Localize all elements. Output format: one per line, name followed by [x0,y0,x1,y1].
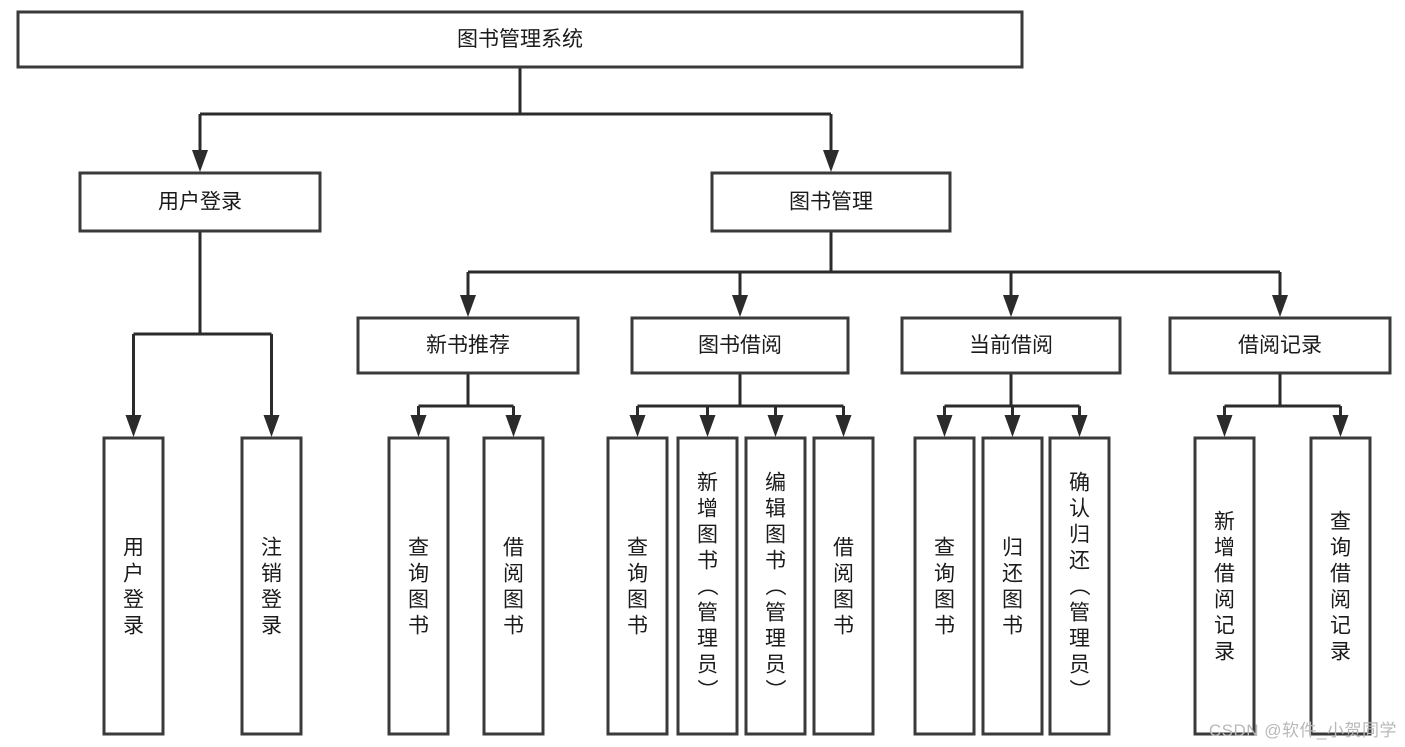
node-box [387,436,450,736]
node-box [981,436,1044,736]
node-current-loan[interactable]: 当前借阅 [900,316,1122,375]
node-label: 借阅图书 [503,536,524,637]
node-layer: 图书管理系统用户登录图书管理新书推荐图书借阅当前借阅借阅记录用户登录注销登录查询… [16,10,1392,736]
node-leaf-return-book[interactable]: 归还图书 [981,436,1044,736]
node-loan-record[interactable]: 借阅记录 [1168,316,1392,375]
arrow-head-icon [1332,415,1349,437]
node-leaf-query-book-rec[interactable]: 查询图书 [387,436,450,736]
node-leaf-query-book-borrow[interactable]: 查询图书 [606,436,669,736]
arrow-head-icon [410,415,427,437]
node-leaf-query-book-loan[interactable]: 查询图书 [913,436,976,736]
node-label: 新增图书（管理员） [697,471,719,702]
arrow-head-icon [823,150,839,172]
node-leaf-confirm-return[interactable]: 确认归还（管理员） [1048,436,1111,736]
arrow-head-icon [629,415,646,437]
node-leaf-query-loan-record[interactable]: 查询借阅记录 [1309,436,1372,736]
node-label: 查询图书 [934,536,955,637]
node-leaf-borrow-book[interactable]: 借阅图书 [812,436,875,736]
arrow-head-icon [263,415,280,437]
arrow-head-icon [460,295,476,317]
node-box [1309,436,1372,736]
node-leaf-borrow-book-rec[interactable]: 借阅图书 [482,436,545,736]
node-label: 编辑图书（管理员） [765,471,787,702]
node-book-borrow[interactable]: 图书借阅 [630,316,850,375]
node-label: 借阅图书 [833,536,854,637]
node-box [102,436,165,736]
node-label: 借阅记录 [1238,334,1322,357]
node-root[interactable]: 图书管理系统 [16,10,1024,69]
node-box [16,10,1024,69]
node-box [900,316,1122,375]
node-leaf-add-book[interactable]: 新增图书（管理员） [676,436,739,736]
arrow-head-icon [732,295,748,317]
node-label: 当前借阅 [969,334,1053,357]
node-box [913,436,976,736]
node-box [630,316,850,375]
node-book-manage[interactable]: 图书管理 [710,171,952,233]
node-label: 查询图书 [408,536,429,637]
node-box [1168,316,1392,375]
node-label: 图书管理 [789,191,873,214]
arrow-head-icon [936,415,953,437]
node-label: 注销登录 [261,536,282,637]
node-leaf-user-logout[interactable]: 注销登录 [240,436,303,736]
node-box [744,436,807,736]
node-label: 新增借阅记录 [1214,510,1235,663]
node-leaf-edit-book[interactable]: 编辑图书（管理员） [744,436,807,736]
node-box [78,171,322,233]
node-leaf-add-loan-record[interactable]: 新增借阅记录 [1193,436,1256,736]
node-user-login[interactable]: 用户登录 [78,171,322,233]
arrow-head-icon [1071,415,1088,437]
node-label: 查询借阅记录 [1330,510,1351,663]
arrow-head-icon [699,415,716,437]
node-box [676,436,739,736]
node-new-book-rec[interactable]: 新书推荐 [356,316,580,375]
node-box [606,436,669,736]
arrow-head-icon [1216,415,1233,437]
node-label: 归还图书 [1002,536,1023,637]
node-label: 新书推荐 [426,334,510,357]
node-box [710,171,952,233]
node-box [356,316,580,375]
node-label: 用户登录 [158,191,242,214]
arrow-head-icon [125,415,142,437]
watermark-text: CSDN @软件_小贺同学 [1208,721,1397,740]
arrow-head-icon [505,415,522,437]
node-box [812,436,875,736]
node-label: 确认归还（管理员） [1069,471,1091,702]
node-label: 图书管理系统 [457,28,583,51]
node-label: 图书借阅 [698,334,782,357]
node-label: 用户登录 [123,536,144,637]
node-box [240,436,303,736]
node-box [1048,436,1111,736]
node-label: 查询图书 [627,536,648,637]
arrow-head-icon [1272,295,1288,317]
arrow-head-icon [1004,415,1021,437]
arrow-head-icon [835,415,852,437]
arrow-head-icon [192,150,208,172]
arrow-head-icon [1003,295,1019,317]
node-box [482,436,545,736]
arrow-head-icon [767,415,784,437]
node-box [1193,436,1256,736]
node-leaf-user-login[interactable]: 用户登录 [102,436,165,736]
connector-layer [125,67,1349,437]
